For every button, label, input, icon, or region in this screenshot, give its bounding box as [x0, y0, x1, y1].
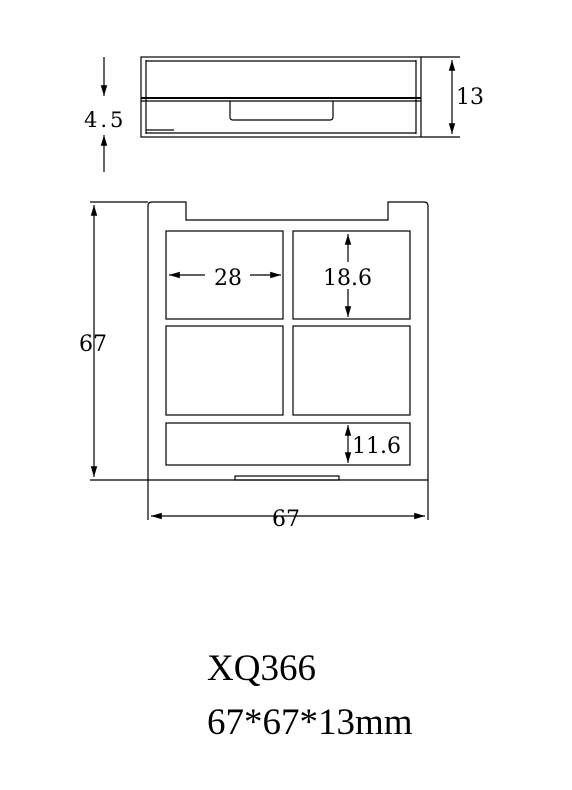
top-view-width-label: 67 [272, 507, 300, 532]
well-height-label: 18.6 [323, 266, 372, 291]
well-top-left [165, 230, 284, 320]
well-middle-left [165, 325, 284, 416]
model-number: XQ366 [207, 648, 316, 689]
top-view [90, 201, 429, 520]
side-height-label: 13 [456, 85, 484, 110]
product-dimensions: 67*67*13mm [207, 702, 413, 743]
well-top-right [292, 230, 411, 320]
side-view-tab [229, 101, 334, 121]
well-bottom [165, 422, 411, 466]
side-view [100, 56, 460, 172]
well-middle-right [292, 325, 411, 416]
well-width-label: 28 [214, 266, 242, 291]
bottom-well-height-label: 11.6 [352, 434, 401, 459]
top-view-outline [147, 201, 429, 481]
hinge-slot [234, 475, 340, 481]
step-dim-label: 4.5 [84, 108, 126, 132]
top-view-height-label: 67 [79, 332, 107, 357]
